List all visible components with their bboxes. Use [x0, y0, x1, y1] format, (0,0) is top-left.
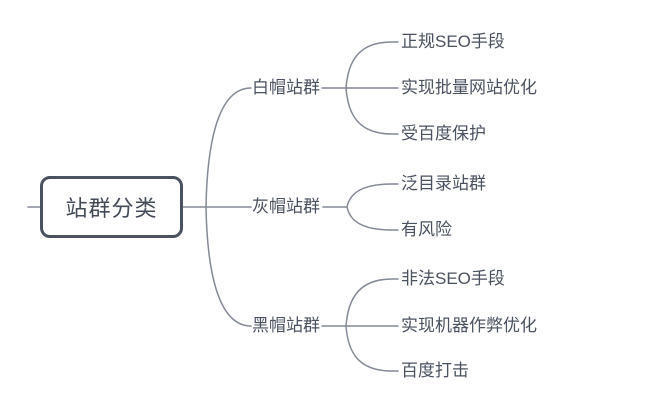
leaf-node-baidu-protected[interactable]: 受百度保护	[401, 123, 486, 143]
branch-node-white-hat[interactable]: 白帽站群	[252, 77, 320, 97]
leaf-node-baidu-crackdown[interactable]: 百度打击	[401, 360, 469, 380]
leaf-node-pan-directory[interactable]: 泛目录站群	[401, 173, 486, 193]
leaf-node-illegal-seo[interactable]: 非法SEO手段	[401, 268, 505, 288]
connector-white-hat-leaf-1	[345, 41, 399, 89]
connector-gray-hat-leaf-2	[346, 206, 399, 231]
leaf-node-machine-cheat-optimization[interactable]: 实现机器作弊优化	[401, 315, 537, 335]
connector-root-to-white-hat	[205, 87, 252, 208]
branch-node-gray-hat[interactable]: 灰帽站群	[252, 196, 320, 216]
leaf-node-batch-site-optimization[interactable]: 实现批量网站优化	[401, 77, 537, 97]
connector-black-hat-leaf-3	[345, 325, 399, 372]
root-node[interactable]: 站群分类	[40, 176, 183, 238]
leaf-node-regular-seo[interactable]: 正规SEO手段	[401, 31, 505, 51]
branch-node-black-hat[interactable]: 黑帽站群	[252, 315, 320, 335]
leaf-node-risky[interactable]: 有风险	[401, 219, 452, 239]
connector-gray-hat-leaf-1	[346, 183, 399, 208]
connector-white-hat-leaf-3	[345, 87, 399, 135]
connector-root-to-black-hat	[205, 206, 252, 327]
connector-black-hat-leaf-1	[345, 278, 399, 327]
